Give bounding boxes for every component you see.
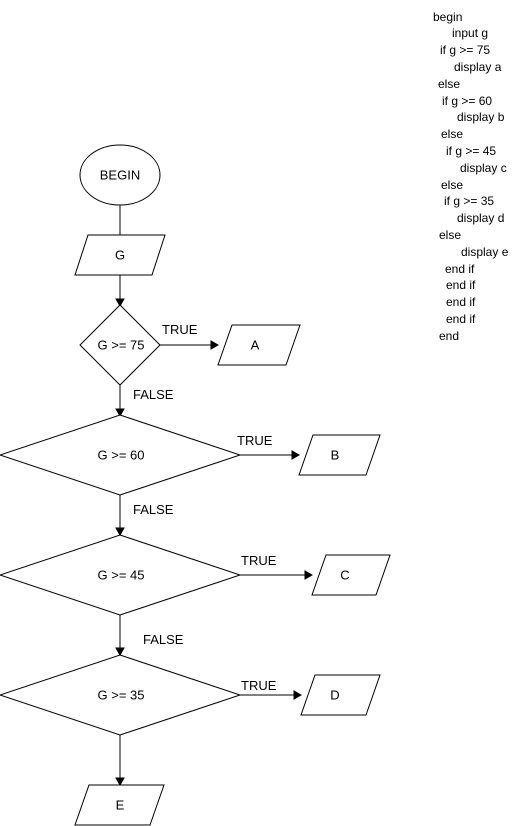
begin-ellipse xyxy=(79,144,161,206)
code-line-end-if-1: end if xyxy=(445,262,475,276)
output-node-d: D xyxy=(300,674,381,716)
output-label-e: E xyxy=(116,798,125,813)
decision-node-1: G >= 75 xyxy=(79,304,161,386)
code-line-if-75: if g >= 75 xyxy=(440,43,491,57)
decision-node-2: G >= 60 xyxy=(0,414,242,496)
decision-diamond-4 xyxy=(0,654,242,736)
output-node-c: C xyxy=(311,554,391,596)
code-line-if-60: if g >= 60 xyxy=(442,94,493,108)
output-node-e: E xyxy=(74,784,165,826)
code-line-input: input g xyxy=(452,26,489,40)
arrowhead xyxy=(210,340,220,350)
false-label-1: FALSE xyxy=(133,387,174,402)
output-parallelogram-a xyxy=(217,324,301,366)
arrowhead xyxy=(115,777,125,787)
false-label-3: FALSE xyxy=(143,632,184,647)
decision-condition-4: G >= 35 xyxy=(98,688,145,703)
decision-node-4: G >= 35 xyxy=(0,654,242,736)
code-line-else-4: else xyxy=(439,228,462,242)
begin-node: BEGIN xyxy=(79,144,161,206)
flowchart-edges xyxy=(115,205,314,787)
decision-diamond-2 xyxy=(0,414,242,496)
arrowhead xyxy=(115,408,125,418)
arrowhead xyxy=(115,298,125,308)
decision-node-3: G >= 45 xyxy=(0,534,242,616)
input-label: G xyxy=(115,248,125,263)
arrowhead xyxy=(115,527,125,537)
output-parallelogram-b xyxy=(298,434,381,476)
output-label-d: D xyxy=(330,688,339,703)
code-line-begin: begin xyxy=(433,10,463,24)
code-line-end: end xyxy=(439,329,460,343)
input-node: G xyxy=(74,234,166,276)
true-label-4: TRUE xyxy=(241,678,277,693)
true-label-1: TRUE xyxy=(162,322,198,337)
code-line-if-45: if g >= 45 xyxy=(446,144,497,158)
arrowhead xyxy=(291,450,301,460)
code-line-else-2: else xyxy=(441,127,464,141)
arrowhead xyxy=(304,570,314,580)
decision-diamond-3 xyxy=(0,534,242,616)
code-line-end-if-2: end if xyxy=(446,278,476,292)
code-line-display-a: display a xyxy=(454,60,502,74)
code-line-end-if-3: end if xyxy=(446,295,476,309)
true-label-3: TRUE xyxy=(241,553,277,568)
output-parallelogram-c xyxy=(311,554,391,596)
output-label-b: B xyxy=(331,448,340,463)
output-node-a: A xyxy=(217,324,301,366)
code-line-else-1: else xyxy=(438,77,461,91)
output-parallelogram-e xyxy=(74,784,165,826)
output-label-a: A xyxy=(251,338,260,353)
decision-diamond-1 xyxy=(79,304,161,386)
code-line-else-3: else xyxy=(441,178,464,192)
decision-condition-2: G >= 60 xyxy=(98,448,145,463)
output-parallelogram-d xyxy=(300,674,381,716)
decision-condition-3: G >= 45 xyxy=(98,568,145,583)
arrowhead xyxy=(293,690,303,700)
true-label-2: TRUE xyxy=(237,433,273,448)
begin-label: BEGIN xyxy=(100,168,140,183)
output-label-c: C xyxy=(340,568,349,583)
decision-condition-1: G >= 75 xyxy=(98,338,145,353)
code-line-end-if-4: end if xyxy=(446,312,476,326)
output-node-b: B xyxy=(298,434,381,476)
false-label-2: FALSE xyxy=(133,502,174,517)
code-line-display-d: display d xyxy=(457,211,505,225)
input-parallelogram xyxy=(74,234,166,276)
code-line-display-e: display e xyxy=(461,245,509,259)
code-line-display-c: display c xyxy=(460,161,507,175)
code-line-if-35: if g >= 35 xyxy=(444,194,495,208)
code-line-display-b: display b xyxy=(457,110,505,124)
arrowhead xyxy=(115,647,125,657)
